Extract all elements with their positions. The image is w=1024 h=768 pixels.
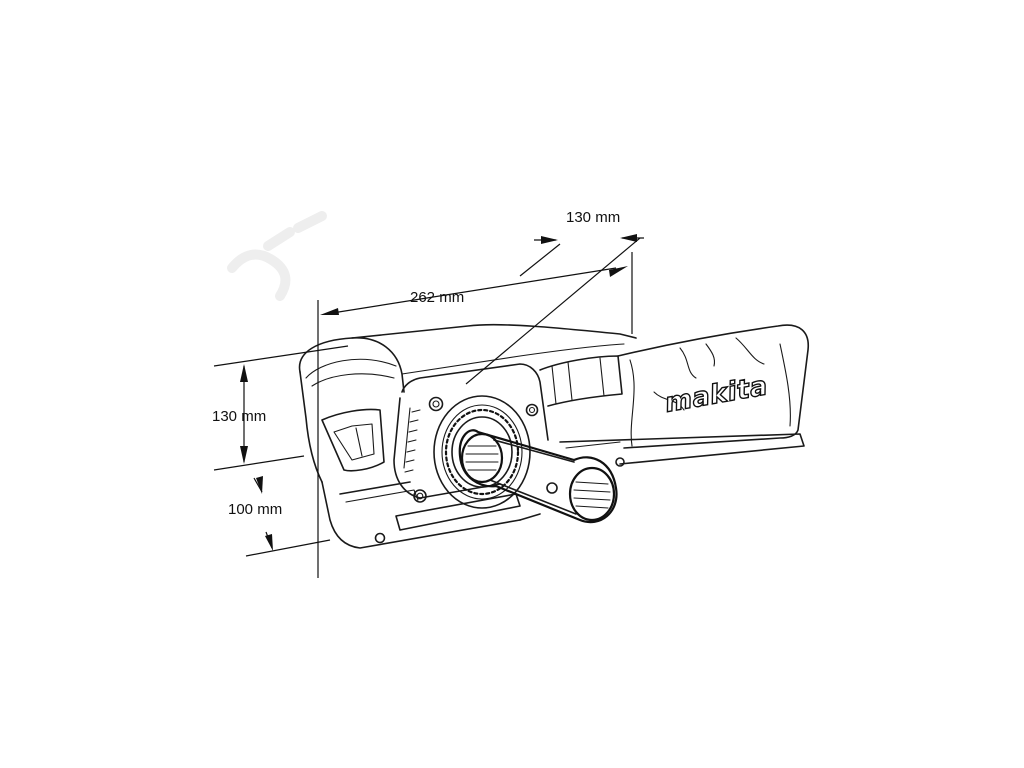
belt-width-label: 130 mm: [566, 209, 620, 226]
dust-bag: [617, 324, 809, 449]
drive-arm: [458, 429, 618, 524]
length-label: 262 mm: [410, 289, 464, 306]
drive-gear: [444, 408, 520, 496]
depth-label: 100 mm: [228, 501, 282, 518]
dimension-depth: 100 mm: [228, 476, 331, 557]
dimension-belt-width: 130 mm: [465, 209, 644, 385]
belt-sander-body: makita: [298, 323, 809, 549]
dimension-height: 130 mm: [212, 345, 349, 471]
watermark: [227, 211, 327, 301]
height-label: 130 mm: [212, 408, 266, 425]
makita-logo: makita: [663, 371, 770, 419]
dimension-length: 262 mm: [317, 252, 633, 578]
